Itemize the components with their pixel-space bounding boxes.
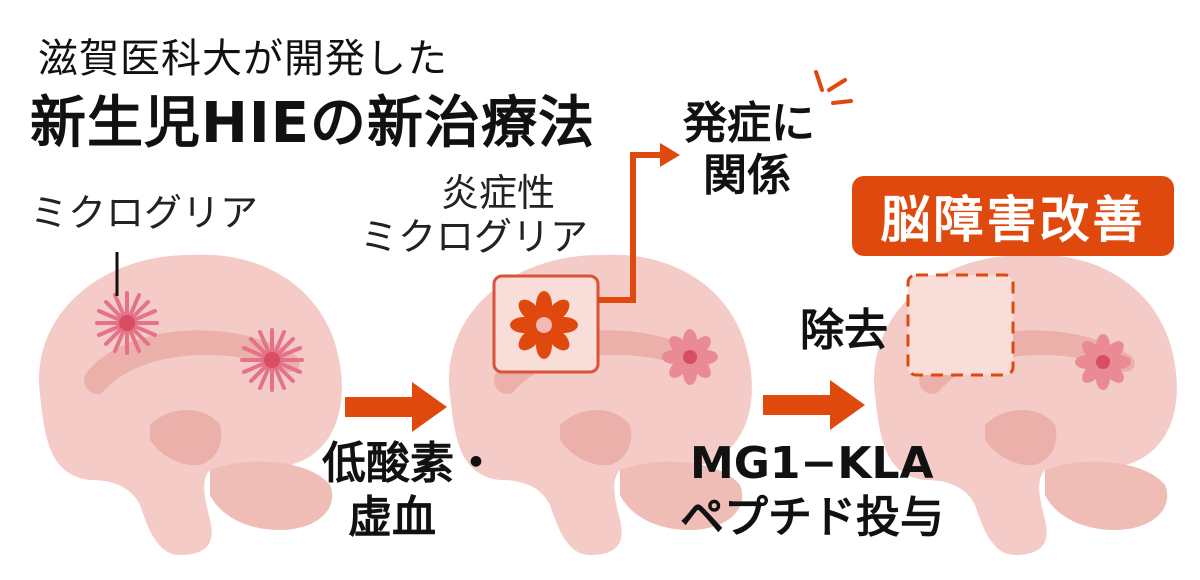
improvement-badge: 脳障害改善 <box>852 176 1174 256</box>
removal-label: 除去 <box>800 305 888 356</box>
onset-arrowhead <box>660 143 680 167</box>
emphasis-burst-icon <box>814 70 853 105</box>
brain-1 <box>39 254 342 555</box>
arrow-right-icon-2 <box>763 380 865 430</box>
microglia-label: ミクログリア <box>30 191 259 235</box>
inflammatory-label-line2: ミクログリア <box>360 215 589 259</box>
onset-label-line1: 発症に <box>683 98 815 149</box>
hypoxia-label-line1: 低酸素・ <box>322 438 498 489</box>
microglia-star-1 <box>95 291 159 355</box>
subtitle: 滋賀医科大が開発した <box>38 36 448 82</box>
onset-label-line2: 関係 <box>703 150 791 201</box>
inflammatory-label-line1: 炎症性 <box>440 171 555 215</box>
onset-connector <box>598 152 660 303</box>
arrow-right-icon-1 <box>345 382 447 432</box>
microglia-star-2 <box>240 328 304 392</box>
treatment-label-line2: ペプチド投与 <box>680 492 944 543</box>
main-title: 新生児HIEの新治療法 <box>30 91 595 156</box>
hypoxia-label-line2: 虚血 <box>348 492 436 543</box>
inflammatory-microglia-icon <box>510 291 578 359</box>
removed-area-box <box>906 273 1015 377</box>
treatment-label-line1: MG1−KLA <box>690 438 934 489</box>
